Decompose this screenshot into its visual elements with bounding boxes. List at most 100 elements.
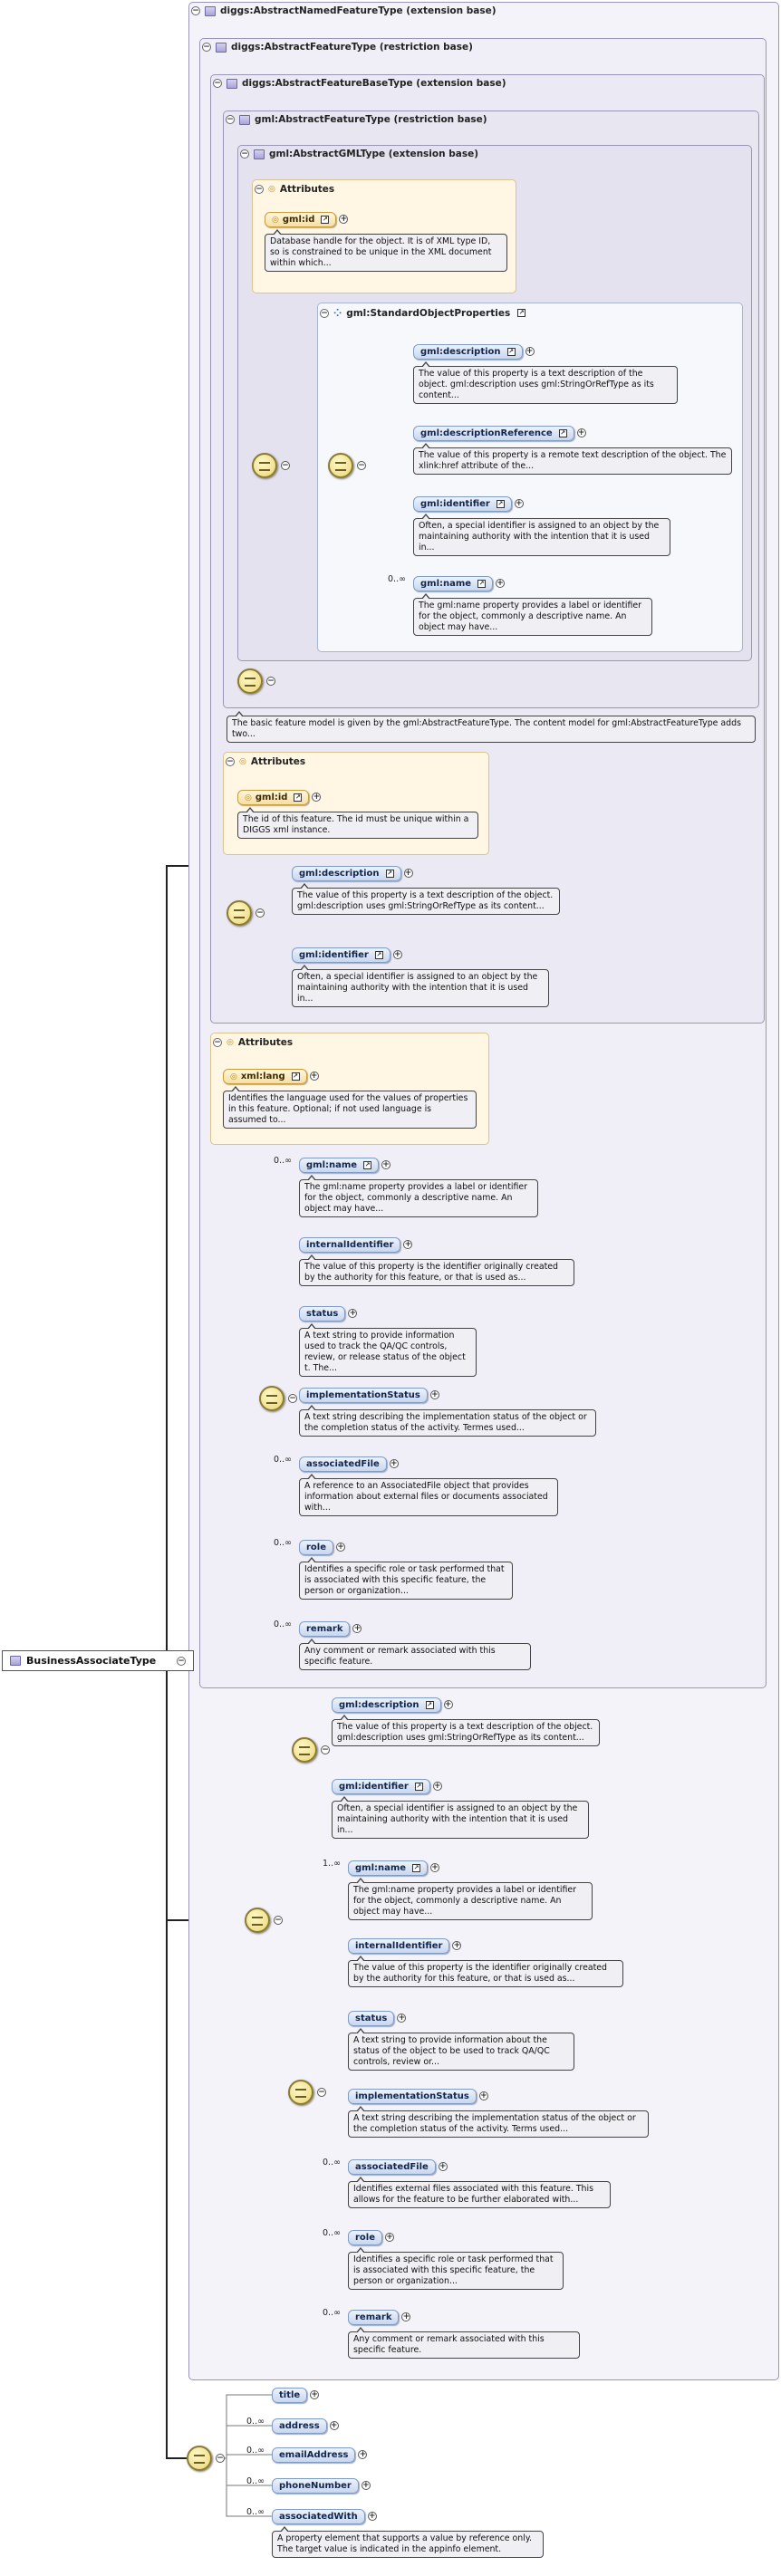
collapse-toggle[interactable]: −: [357, 461, 366, 470]
expand-toggle[interactable]: +: [339, 215, 349, 224]
attribute-node[interactable]: ◎gml:id↗: [237, 790, 310, 805]
collapse-toggle[interactable]: −: [320, 308, 329, 318]
root-element[interactable]: BusinessAssociateType −: [2, 1650, 194, 1671]
element-node[interactable]: emailAddress: [272, 2447, 356, 2463]
link-icon[interactable]: ↗: [385, 870, 394, 878]
attribute-node[interactable]: ◎gml:id↗: [265, 212, 337, 227]
element-node[interactable]: gml:name↗: [348, 1860, 429, 1876]
element-node[interactable]: gml:descriptionReference↗: [413, 426, 574, 441]
expand-toggle[interactable]: +: [403, 869, 413, 878]
expand-toggle[interactable]: +: [430, 1863, 440, 1872]
collapse-toggle[interactable]: −: [202, 43, 211, 52]
attribute-node[interactable]: ◎xml:lang↗: [223, 1069, 307, 1084]
choice-icon[interactable]: [292, 1737, 317, 1763]
sequence-icon[interactable]: [245, 1908, 270, 1933]
sequence-icon[interactable]: [187, 2446, 212, 2471]
element-node[interactable]: status: [348, 2011, 395, 2026]
element-node[interactable]: status: [299, 1306, 346, 1322]
link-icon[interactable]: ↗: [425, 1701, 434, 1709]
element-node[interactable]: gml:identifier↗: [292, 947, 390, 963]
collapse-toggle[interactable]: −: [213, 79, 222, 88]
expand-toggle[interactable]: +: [381, 1160, 391, 1169]
expand-toggle[interactable]: +: [514, 499, 524, 508]
expand-toggle[interactable]: +: [352, 1624, 362, 1633]
expand-toggle[interactable]: +: [496, 579, 506, 588]
element-node[interactable]: gml:description↗: [332, 1697, 441, 1713]
link-icon[interactable]: ↗: [363, 1161, 372, 1169]
element-node[interactable]: gml:identifier↗: [413, 496, 512, 512]
expand-toggle[interactable]: +: [525, 347, 535, 356]
expand-toggle[interactable]: +: [438, 2162, 448, 2171]
link-icon[interactable]: ↗: [291, 1072, 300, 1081]
expand-toggle[interactable]: +: [309, 1072, 319, 1081]
collapse-toggle[interactable]: −: [288, 1394, 297, 1403]
expand-toggle[interactable]: +: [367, 2512, 377, 2521]
element-node[interactable]: internalIdentifier: [348, 1938, 450, 1954]
element-node[interactable]: implementationStatus: [348, 2089, 477, 2104]
sequence-icon[interactable]: [252, 453, 277, 478]
element-node[interactable]: gml:description↗: [292, 866, 401, 881]
expand-toggle[interactable]: +: [576, 428, 586, 437]
sequence-icon[interactable]: [288, 2080, 313, 2105]
collapse-toggle[interactable]: −: [213, 1038, 222, 1047]
expand-toggle[interactable]: +: [443, 1700, 453, 1709]
expand-toggle[interactable]: +: [452, 1941, 462, 1950]
element-node[interactable]: gml:name↗: [413, 576, 494, 591]
expand-toggle[interactable]: +: [392, 950, 402, 959]
collapse-toggle[interactable]: −: [321, 1745, 330, 1754]
collapse-toggle[interactable]: −: [256, 908, 265, 918]
expand-toggle[interactable]: +: [478, 2091, 488, 2100]
element-node[interactable]: role: [299, 1540, 334, 1555]
expand-toggle[interactable]: +: [401, 2312, 411, 2321]
element-node[interactable]: associatedFile: [299, 1456, 387, 1472]
element-node[interactable]: associatedFile: [348, 2159, 436, 2175]
expand-toggle[interactable]: +: [389, 1459, 399, 1468]
expand-toggle[interactable]: +: [397, 2014, 407, 2023]
collapse-toggle[interactable]: −: [240, 149, 249, 159]
expand-toggle[interactable]: +: [336, 1543, 346, 1552]
expand-toggle[interactable]: +: [312, 793, 322, 802]
expand-toggle[interactable]: +: [310, 2390, 320, 2399]
element-node[interactable]: gml:identifier↗: [332, 1779, 430, 1794]
expand-toggle[interactable]: +: [361, 2481, 371, 2490]
expand-toggle[interactable]: +: [385, 2233, 395, 2242]
expand-toggle[interactable]: +: [348, 1309, 358, 1318]
link-icon[interactable]: ↗: [496, 500, 505, 508]
link-icon[interactable]: ↗: [412, 1864, 421, 1872]
expand-toggle[interactable]: +: [432, 1782, 442, 1791]
element-node[interactable]: remark: [299, 1621, 351, 1637]
link-icon[interactable]: ↗: [374, 951, 383, 959]
element-node[interactable]: remark: [348, 2310, 400, 2325]
collapse-toggle[interactable]: −: [281, 461, 290, 470]
element-node[interactable]: associatedWith: [272, 2509, 365, 2524]
expand-toggle[interactable]: +: [429, 1390, 439, 1399]
link-icon[interactable]: ↗: [517, 309, 526, 317]
expand-toggle[interactable]: +: [358, 2450, 368, 2459]
element-node[interactable]: role: [348, 2230, 383, 2245]
element-node[interactable]: phoneNumber: [272, 2478, 359, 2494]
collapse-toggle[interactable]: −: [317, 2088, 326, 2097]
collapse-toggle[interactable]: −: [226, 115, 235, 124]
choice-icon[interactable]: [227, 900, 252, 926]
element-node[interactable]: internalIdentifier: [299, 1237, 401, 1253]
link-icon[interactable]: ↗: [294, 793, 303, 802]
expand-toggle[interactable]: +: [403, 1240, 413, 1249]
element-node[interactable]: title: [272, 2388, 308, 2403]
sequence-icon[interactable]: [259, 1386, 284, 1411]
element-node[interactable]: address: [272, 2418, 327, 2434]
link-icon[interactable]: ↗: [321, 216, 330, 224]
sequence-icon[interactable]: [237, 668, 263, 694]
collapse-toggle[interactable]: −: [177, 1656, 186, 1666]
collapse-toggle[interactable]: −: [216, 2454, 225, 2463]
collapse-toggle[interactable]: −: [191, 6, 200, 15]
collapse-toggle[interactable]: −: [274, 1916, 283, 1925]
link-icon[interactable]: ↗: [558, 429, 567, 437]
expand-toggle[interactable]: +: [329, 2421, 339, 2430]
element-node[interactable]: gml:name↗: [299, 1158, 380, 1173]
link-icon[interactable]: ↗: [477, 580, 487, 588]
collapse-toggle[interactable]: −: [255, 185, 264, 194]
collapse-toggle[interactable]: −: [226, 757, 235, 766]
link-icon[interactable]: ↗: [506, 348, 516, 356]
collapse-toggle[interactable]: −: [266, 677, 275, 686]
element-node[interactable]: implementationStatus: [299, 1388, 428, 1403]
